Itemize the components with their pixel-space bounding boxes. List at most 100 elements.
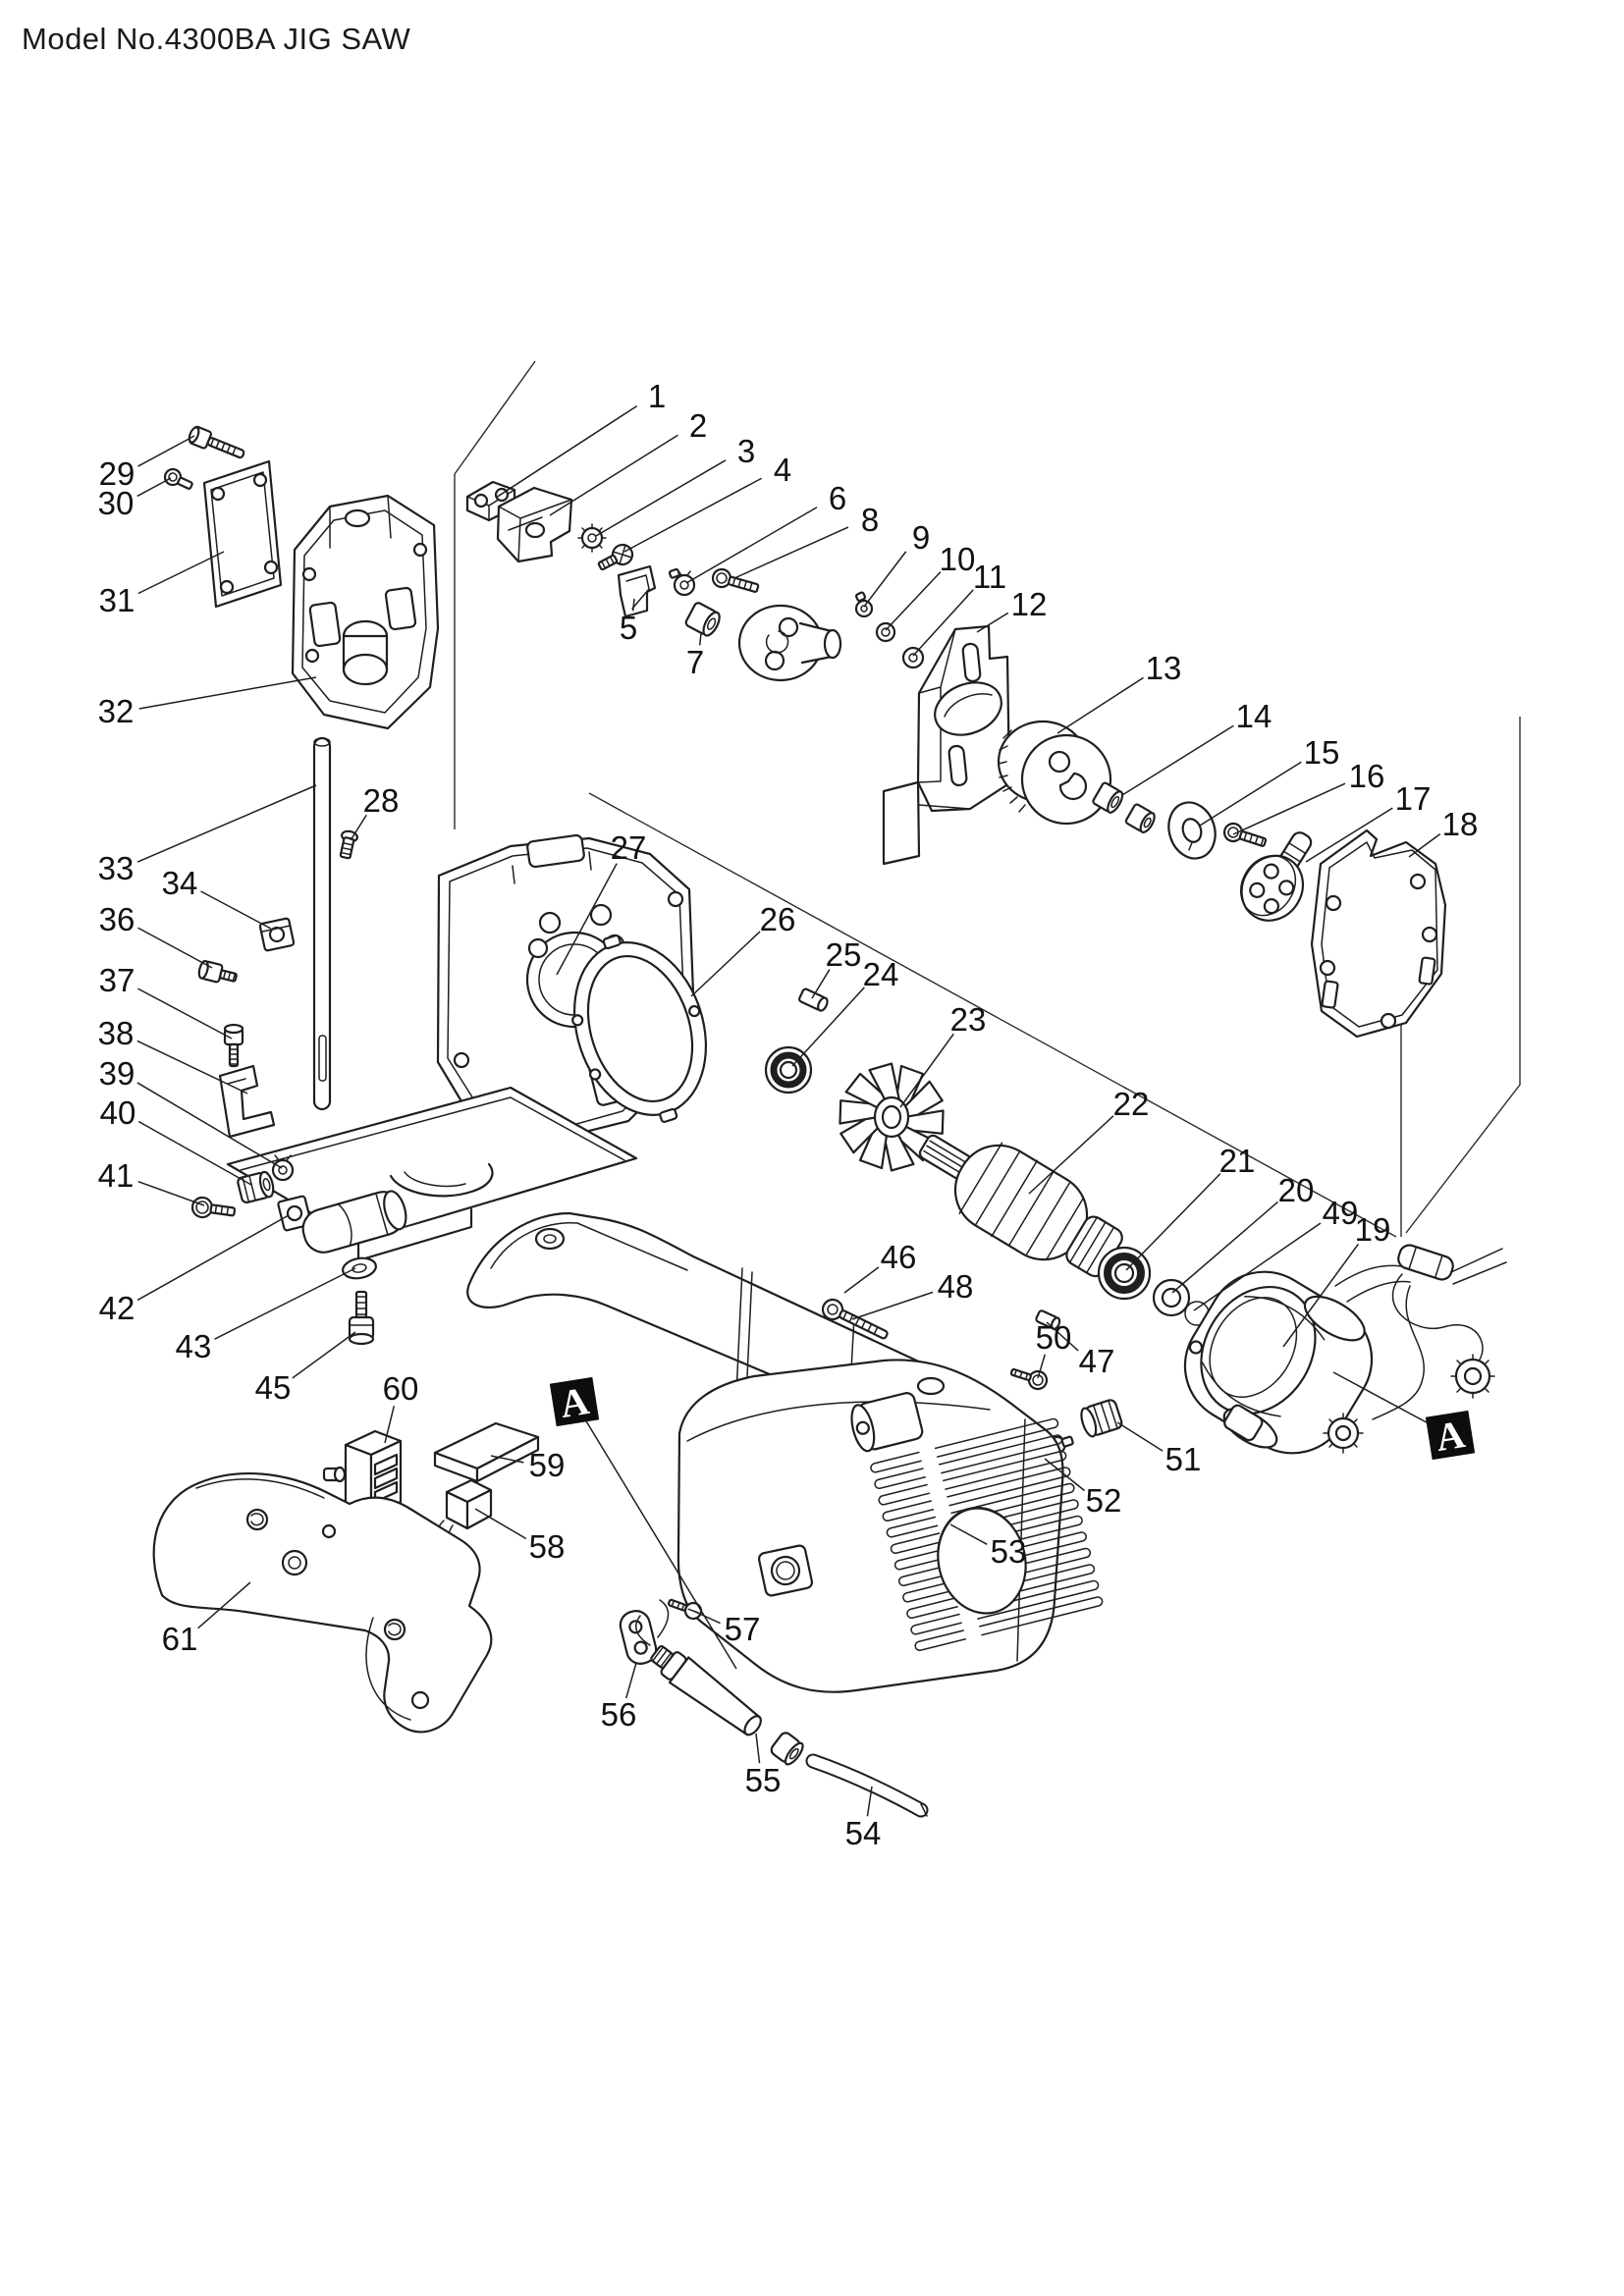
leader-line-49: [1193, 1222, 1322, 1311]
leader-line-47: [1046, 1321, 1079, 1352]
leader-line-2: [549, 434, 678, 516]
leader-line-61: [197, 1581, 251, 1629]
capacitor-58: [434, 1478, 493, 1550]
leader-line-3: [595, 459, 727, 537]
power-cord-54: [805, 1753, 929, 1818]
part-label-23: 23: [950, 1001, 987, 1038]
sleeve-7: [684, 602, 721, 637]
leader-line-48: [851, 1291, 934, 1320]
part-label-55: 55: [745, 1762, 782, 1798]
part-label-32: 32: [98, 693, 135, 729]
part-label-39: 39: [99, 1055, 135, 1092]
ring-9: [854, 591, 874, 618]
part-label-40: 40: [100, 1095, 136, 1131]
part-label-12: 12: [1011, 586, 1048, 622]
leader-line-22: [1028, 1115, 1114, 1195]
stop-ring-6: [668, 567, 696, 597]
part-label-47: 47: [1079, 1343, 1115, 1379]
part-label-49: 49: [1323, 1195, 1359, 1231]
ring-39: [271, 1154, 295, 1182]
part-label-9: 9: [912, 519, 930, 556]
page-title: Model No.4300BA JIG SAW: [22, 22, 411, 56]
leader-line-53: [949, 1523, 988, 1545]
leader-line-60: [384, 1406, 396, 1444]
spacer-14: [1092, 781, 1156, 833]
pin-25: [798, 988, 829, 1012]
part-label-48: 48: [938, 1268, 974, 1305]
leader-line-1: [495, 404, 638, 499]
screw-36: [197, 959, 238, 984]
part-label-13: 13: [1146, 650, 1182, 686]
leader-line-31: [137, 551, 225, 595]
part-label-41: 41: [98, 1157, 135, 1194]
part-label-15: 15: [1304, 734, 1340, 771]
leader-line-10: [885, 571, 942, 631]
part-label-28: 28: [363, 782, 400, 819]
leader-line-58: [474, 1508, 527, 1540]
leader-line-51: [1116, 1421, 1164, 1452]
screw-41: [190, 1196, 237, 1219]
part-label-52: 52: [1086, 1482, 1122, 1519]
part-label-46: 46: [881, 1239, 917, 1275]
leader-line-40: [137, 1120, 252, 1186]
washer-15: [1167, 801, 1217, 860]
part-label-4: 4: [774, 452, 791, 488]
leader-line-6: [685, 507, 818, 584]
cap-51: [1080, 1399, 1123, 1438]
leader-line-42: [136, 1214, 290, 1302]
washer-10: [875, 621, 896, 643]
screw-28: [339, 829, 358, 860]
roller-40: [237, 1170, 275, 1204]
part-label-25: 25: [826, 936, 862, 973]
screw-16: [1222, 822, 1268, 847]
leader-line-16: [1232, 782, 1346, 835]
guide-bracket-12: [882, 624, 1011, 866]
cover-plate-31: [202, 459, 283, 609]
leader-line-32: [138, 676, 317, 710]
leader-line-57: [692, 1610, 721, 1625]
leader-line-26: [690, 931, 761, 997]
leader-line-30: [136, 477, 172, 498]
leader-line-5: [631, 598, 635, 612]
part-label-34: 34: [162, 865, 198, 901]
part-label-61: 61: [162, 1621, 198, 1657]
leader-line-39: [136, 1082, 283, 1169]
part-label-43: 43: [176, 1328, 212, 1364]
leader-line-41: [137, 1180, 205, 1206]
part-label-3: 3: [737, 433, 755, 469]
leader-line-46: [843, 1266, 880, 1294]
bearing-21: [1097, 1246, 1152, 1301]
part-label-1: 1: [648, 378, 666, 414]
section-marker-leader: [573, 1401, 737, 1670]
part-label-10: 10: [940, 541, 976, 577]
leader-line-28: [350, 814, 367, 841]
section-marker-letter: A: [1433, 1412, 1468, 1460]
part-label-60: 60: [383, 1370, 419, 1407]
leader-line-19: [1282, 1243, 1360, 1348]
part-label-45: 45: [255, 1369, 292, 1406]
part-label-20: 20: [1278, 1172, 1315, 1208]
part-label-57: 57: [725, 1611, 761, 1647]
part-label-6: 6: [829, 480, 846, 516]
bearing-retainer-26: [571, 934, 708, 1123]
slide-rod-33: [312, 736, 332, 1111]
part-label-22: 22: [1113, 1086, 1150, 1122]
part-label-50: 50: [1036, 1319, 1072, 1356]
leader-line-43: [214, 1267, 356, 1340]
leader-line-45: [292, 1331, 356, 1379]
clip-5: [617, 564, 657, 618]
part-label-5: 5: [620, 610, 637, 646]
section-marker-A-1: A: [549, 1376, 600, 1427]
screw-37: [223, 1023, 244, 1068]
crank-shaft-17: [1239, 831, 1313, 922]
screw-30: [163, 467, 193, 490]
part-label-54: 54: [845, 1815, 882, 1851]
part-label-38: 38: [98, 1015, 135, 1051]
clamp-bracket-38: [218, 1064, 276, 1139]
part-label-29: 29: [99, 455, 135, 492]
part-label-18: 18: [1442, 806, 1479, 842]
reference-lines: [454, 360, 1521, 1238]
leader-line-33: [136, 784, 317, 863]
leader-line-18: [1408, 833, 1441, 858]
